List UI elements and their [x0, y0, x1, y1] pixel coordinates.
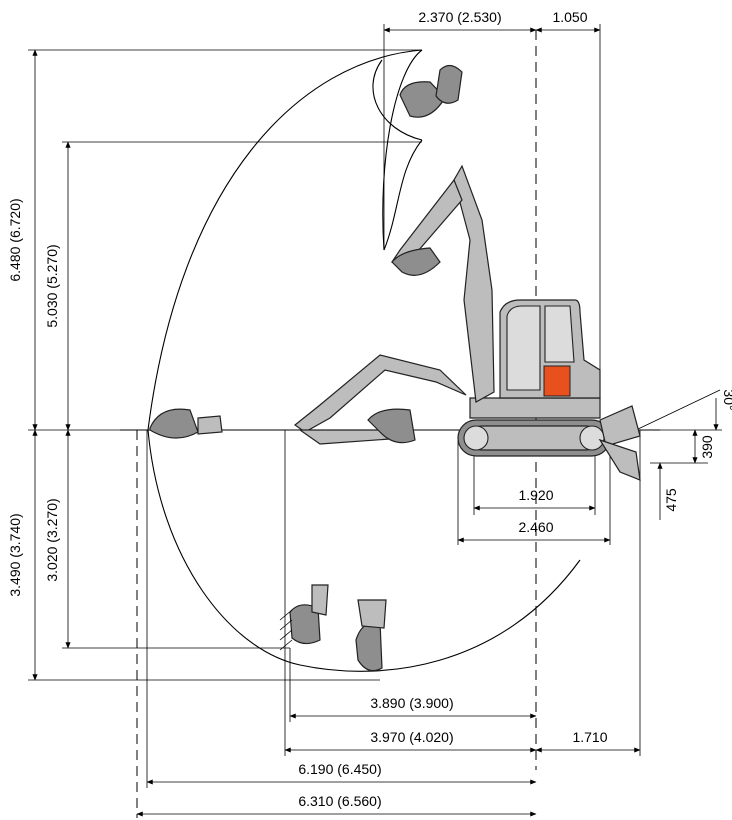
boom-lowered [293, 354, 467, 433]
reach-envelope-upper-arc [147, 49, 423, 431]
label-track-length: 1.920 [518, 487, 553, 503]
dim-max-reach: 6.310 (6.560) [136, 793, 537, 817]
label-max-dig-depth: 3.490 (3.740) [7, 513, 23, 596]
excavator-machine [149, 64, 641, 672]
dim-blade-height: 390 [650, 429, 715, 464]
dozer-blade-up [599, 405, 641, 447]
bucket-top-arc [382, 49, 423, 251]
label-tail-swing: 1.050 [552, 9, 587, 25]
dim-max-dig-height: 6.480 (6.720) [7, 49, 422, 431]
arm-tip-ground-far [197, 415, 223, 435]
ground-hatching [279, 609, 293, 651]
upper-structure-base [469, 397, 601, 419]
dim-reach-bottom: 3.970 (4.020) [284, 430, 537, 756]
idler-wheel [463, 425, 489, 451]
dim-top-reach-offset: 2.370 (2.530) [383, 9, 537, 250]
dim-max-dump-height: 5.030 (5.270) [44, 141, 422, 431]
label-reach-bottom: 3.970 (4.020) [370, 729, 453, 745]
label-max-reach: 6.310 (6.560) [298, 793, 381, 809]
label-blade-angle: 30° [721, 389, 732, 410]
bucket-swing-arc [372, 59, 423, 141]
arm-deep-2 [357, 599, 387, 629]
bucket-deep-2 [355, 621, 383, 672]
boom-raised [453, 164, 495, 403]
drive-sprocket [579, 425, 605, 451]
bucket-deep-1 [289, 604, 321, 645]
reach-envelope-lower-arc [147, 429, 581, 672]
label-blade-distance: 1.710 [572, 729, 607, 745]
dim-reach-at-depth: 3.890 (3.900) [289, 648, 537, 722]
dim-tail-swing: 1.050 [535, 9, 601, 395]
cab-window-left [506, 305, 541, 391]
label-blade-depth: 475 [663, 488, 679, 512]
label-top-reach-offset: 2.370 (2.530) [418, 9, 501, 25]
bucket-top-2 [435, 64, 463, 104]
dump-arc [383, 139, 423, 251]
label-reach-at-depth: 3.890 (3.900) [370, 695, 453, 711]
dozer-blade-down [598, 438, 641, 481]
bucket-lowered [367, 408, 416, 444]
bucket-raised [391, 247, 441, 276]
dim-blade-depth: 475 [657, 462, 679, 520]
cab-window-right [544, 305, 575, 363]
label-undercarriage-length: 2.460 [518, 519, 553, 535]
label-max-dig-height: 6.480 (6.720) [7, 198, 23, 281]
dim-vertical-wall-depth: 3.020 (3.270) [44, 429, 290, 649]
dim-blade-distance: 1.710 [535, 430, 641, 756]
label-vertical-wall-depth: 3.020 (3.270) [44, 498, 60, 581]
dim-max-dig-depth: 3.490 (3.740) [7, 429, 380, 681]
engine-cover-accent [543, 365, 571, 397]
dim-blade-angle: 30° [635, 389, 732, 431]
label-blade-height: 390 [699, 435, 715, 459]
label-max-dump-height: 5.030 (5.270) [44, 244, 60, 327]
dim-reach-ground: 6.190 (6.450) [146, 430, 537, 788]
track-frame [469, 425, 599, 451]
arm-deep-1 [311, 584, 329, 616]
bucket-ground-far [149, 408, 199, 439]
dim-undercarriage-length: 2.460 [457, 440, 611, 545]
label-reach-ground: 6.190 (6.450) [298, 761, 381, 777]
